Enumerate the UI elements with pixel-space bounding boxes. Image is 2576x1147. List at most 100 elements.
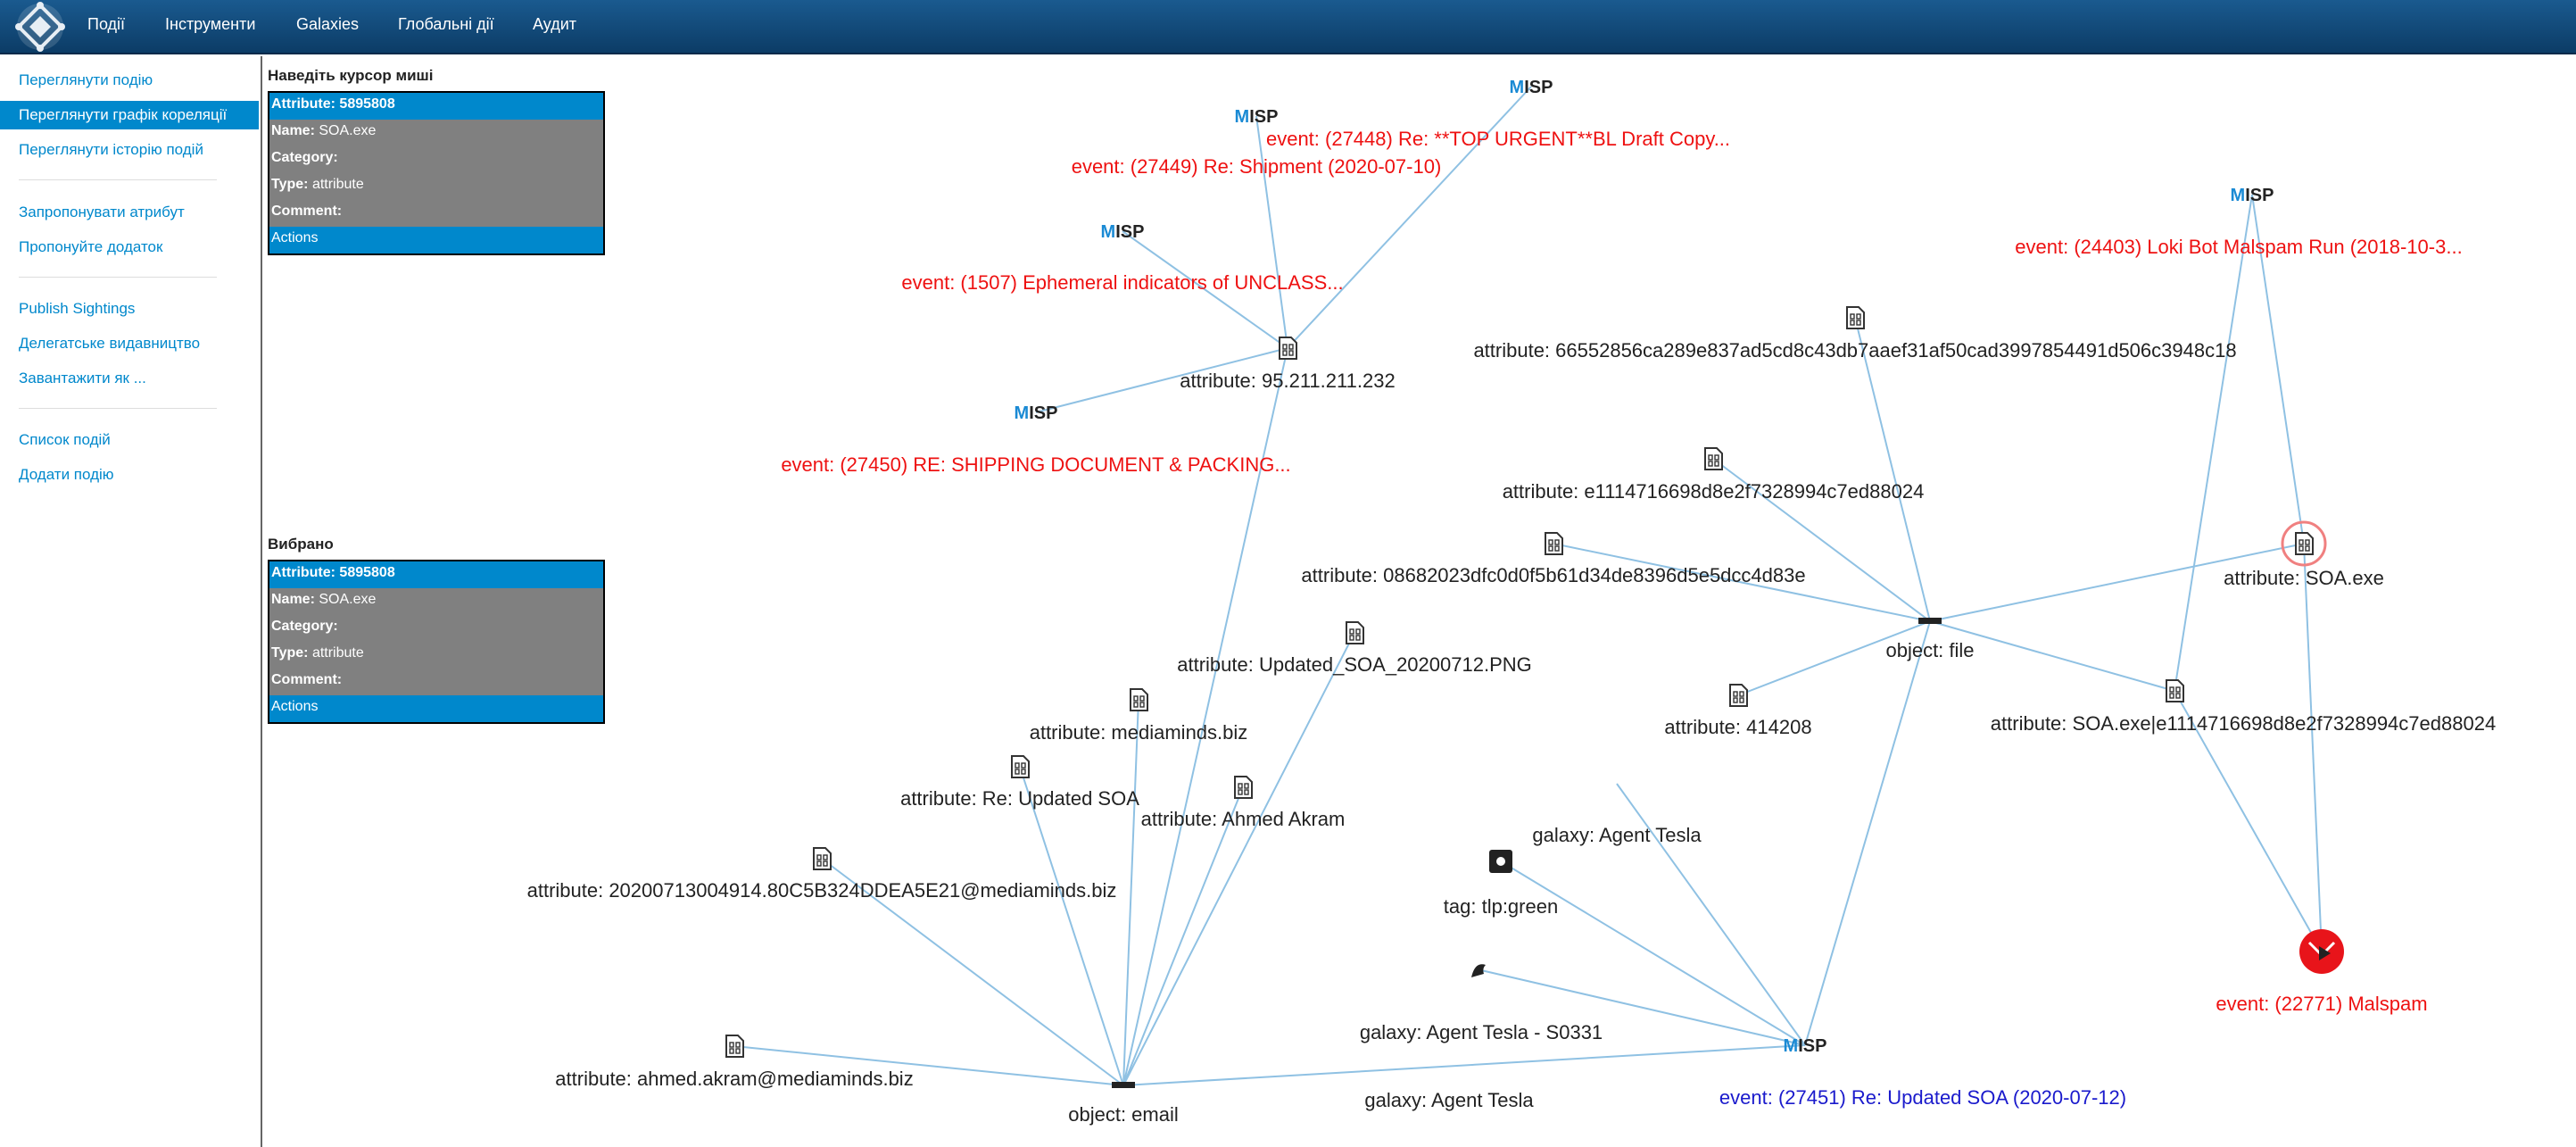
graph-node-attr-soa[interactable]: attribute: SOA.exe	[2224, 520, 2384, 589]
graph-node-label: galaxy: Agent Tesla	[1532, 824, 1702, 846]
graph-node-galaxy-tesla-s0331[interactable]: galaxy: Agent Tesla - S0331	[1360, 964, 1603, 1043]
selected-info-table: Attribute: 5895808 Name: SOA.exe Categor…	[268, 560, 605, 724]
file-binary-icon	[1346, 621, 1364, 644]
hover-panel-title: Наведіть курсор миші	[268, 67, 434, 84]
graph-edge	[1854, 317, 1931, 622]
graph-edge	[1122, 347, 1288, 1086]
misp-icon: MISP	[1101, 222, 1145, 242]
graph-edge	[1019, 766, 1124, 1086]
graph-node-tag-green[interactable]: tag: tlp:green	[1444, 850, 1558, 918]
sidebar-publish-sightings[interactable]: Publish Sightings	[19, 300, 136, 317]
sidebar-view-event[interactable]: Переглянути подію	[19, 71, 153, 88]
hover-name-row: Name: SOA.exe	[271, 123, 377, 138]
selected-panel-title: Вибрано	[268, 536, 334, 553]
file-binary-icon	[1279, 337, 1297, 360]
file-binary-icon	[2166, 679, 2184, 702]
graph-edge	[1804, 620, 1931, 1046]
file-binary-icon	[1846, 306, 1865, 329]
graph-node-label: event: (27450) RE: SHIPPING DOCUMENT & P…	[781, 453, 1290, 476]
object-icon	[1112, 1082, 1135, 1088]
graph-node-attr-hash3[interactable]: attribute: 08682023dfc0d0f5b61d34de8396d…	[1301, 532, 1806, 586]
selected-category-row: Category:	[271, 619, 338, 634]
graph-node-label: object: file	[1885, 639, 1974, 661]
graph-node-label: attribute: 66552856ca289e837ad5cd8c43db7…	[1473, 339, 2236, 362]
graph-node-obj-file[interactable]: object: file	[1885, 618, 1975, 661]
nav-audit[interactable]: Аудит	[533, 15, 577, 33]
sidebar-divider	[261, 56, 262, 1147]
graph-edge	[1287, 86, 1532, 349]
misp-icon: MISP	[1784, 1036, 1827, 1056]
graph-edge	[1616, 783, 1806, 1046]
graph-node-attr-domain[interactable]: attribute: mediaminds.biz	[1030, 688, 1248, 744]
graph-edge	[1122, 230, 1288, 349]
graph-edge	[1035, 347, 1288, 413]
hover-actions-button[interactable]: Actions	[269, 227, 603, 254]
nav-events[interactable]: Події	[87, 15, 126, 33]
graph-node-label: attribute: Re: Updated SOA	[900, 787, 1139, 810]
graph-node-attr-soa-hash[interactable]: attribute: SOA.exe|e1114716698d8e2f73289…	[1991, 679, 2496, 735]
file-binary-icon	[1545, 532, 1563, 555]
graph-node-attr-size[interactable]: attribute: 414208	[1664, 684, 1812, 738]
graph-node-label: attribute: 95.211.211.232	[1180, 370, 1395, 392]
graph-node-galaxy-tesla-1[interactable]: galaxy: Agent Tesla	[1532, 824, 1702, 846]
graph-node-label: attribute: mediaminds.biz	[1030, 721, 1248, 744]
graph-node-attr-msgid[interactable]: attribute: 20200713004914.80C5B324DDEA5E…	[527, 847, 1117, 902]
misp-icon: MISP	[1235, 107, 1279, 127]
graph-edge	[1480, 969, 1806, 1046]
nav-global-actions[interactable]: Глобальні дії	[398, 15, 494, 33]
graph-edge	[1712, 458, 1931, 622]
graph-node-label: attribute: 414208	[1664, 716, 1811, 738]
graph-node-label: event: (1507) Ephemeral indicators of UN…	[901, 271, 1343, 294]
graph-node-label: event: (22771) Malspam	[2216, 993, 2427, 1015]
file-binary-icon	[725, 1035, 744, 1058]
file-binary-icon	[1234, 776, 1253, 799]
sidebar-list-events[interactable]: Список подій	[19, 431, 111, 448]
graph-node-attr-name[interactable]: attribute: Ahmed Akram	[1141, 776, 1346, 830]
graph-node-misp-1507[interactable]: MISP event: (1507) Ephemeral indicators o…	[901, 222, 1343, 294]
graph-node-label: attribute: Ahmed Akram	[1141, 808, 1346, 830]
sidebar-add-event[interactable]: Додати подію	[19, 466, 114, 483]
hover-type-row: Type: attribute	[271, 177, 364, 192]
nav-tools[interactable]: Інструменти	[165, 15, 256, 33]
graph-node-misp-27450[interactable]: MISP event: (27450) RE: SHIPPING DOCUMENT…	[781, 403, 1290, 476]
graph-edge	[1737, 620, 1931, 696]
graph-node-obj-email[interactable]: object: email	[1068, 1082, 1179, 1126]
graph-node-label: attribute: Updated_SOA_20200712.PNG	[1177, 653, 1532, 676]
nav-galaxies[interactable]: Galaxies	[296, 15, 360, 33]
graph-node-galaxy-tesla-2[interactable]: galaxy: Agent Tesla	[1364, 1089, 1534, 1111]
graph-node-attr-email[interactable]: attribute: ahmed.akram@mediaminds.biz	[555, 1035, 914, 1090]
graph-node-event-22771[interactable]: event: (22771) Malspam	[2216, 929, 2428, 1015]
sidebar-view-event-history[interactable]: Переглянути історію подій	[19, 141, 203, 158]
sidebar-propose-attribute[interactable]: Запропонувати атрибут	[19, 204, 185, 220]
misp-icon: MISP	[1015, 403, 1058, 423]
hover-category-row: Category:	[271, 150, 338, 165]
sidebar-separator	[19, 408, 217, 409]
sidebar-view-correlation-graph[interactable]: Переглянути графік кореляції	[0, 101, 259, 129]
graph-node-label: galaxy: Agent Tesla	[1364, 1089, 1534, 1111]
graph-node-attr-ip[interactable]: attribute: 95.211.211.232	[1180, 337, 1396, 392]
graph-node-label: attribute: SOA.exe|e1114716698d8e2f73289…	[1991, 712, 2496, 735]
sidebar-download-as[interactable]: Завантажити як ...	[19, 370, 146, 386]
file-binary-icon	[1130, 688, 1148, 711]
graph-edge	[1929, 620, 2175, 692]
graph-node-attr-subject[interactable]: attribute: Re: Updated SOA	[900, 755, 1139, 810]
selected-actions-button[interactable]: Actions	[269, 695, 603, 722]
graph-edge	[2251, 194, 2305, 544]
graph-edge	[1122, 786, 1244, 1086]
graph-node-label: tag: tlp:green	[1444, 895, 1558, 918]
graph-edge	[1122, 1044, 1806, 1086]
file-binary-icon	[813, 847, 832, 870]
sidebar-propose-attachment[interactable]: Пропонуйте додаток	[19, 238, 163, 255]
misp-logo-icon[interactable]	[14, 2, 66, 52]
graph-edge	[733, 1045, 1124, 1086]
graph-node-attr-hash1[interactable]: attribute: 66552856ca289e837ad5cd8c43db7…	[1473, 306, 2237, 362]
sidebar-delegate-publishing[interactable]: Делегатське видавництво	[19, 335, 201, 352]
graph-node-attr-hash2[interactable]: attribute: e1114716698d8e2f7328994c7ed88…	[1503, 447, 1925, 503]
graph-node-attr-png[interactable]: attribute: Updated_SOA_20200712.PNG	[1177, 621, 1532, 676]
graph-edge	[1929, 543, 2305, 622]
